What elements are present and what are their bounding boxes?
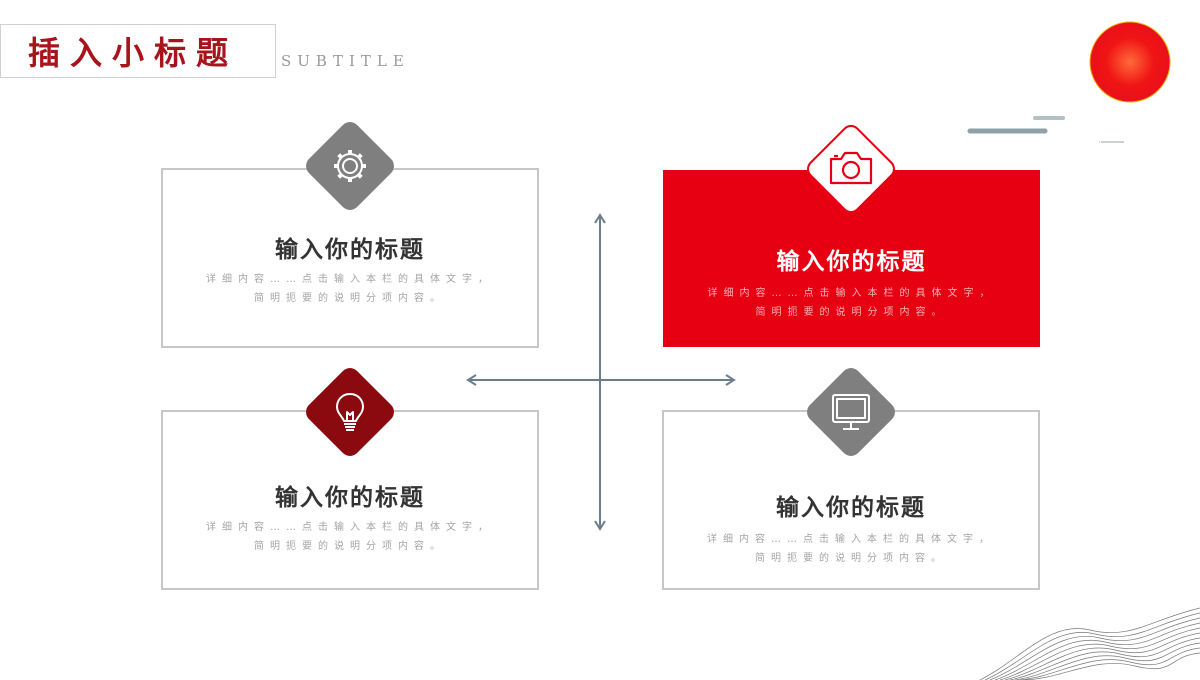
page-title: 插入小标题 xyxy=(28,34,239,72)
gear-icon xyxy=(334,150,366,182)
page-subtitle: SUBTITLE xyxy=(281,52,410,70)
card-title: 输入你的标题 xyxy=(275,485,425,511)
card-description: 详细内容……点击输入本栏的具体文字，简明扼要的说明分项内容。 xyxy=(206,522,494,552)
title-frame xyxy=(0,24,276,78)
cloud-line-decoration xyxy=(1101,141,1124,143)
cross-arrows xyxy=(466,213,736,531)
sun-decoration xyxy=(1089,21,1171,103)
card-title: 输入你的标题 xyxy=(776,249,927,275)
monitor-icon xyxy=(832,394,870,430)
card-description: 详细内容……点击输入本栏的具体文字，简明扼要的说明分项内容。 xyxy=(707,288,996,318)
camera-icon xyxy=(829,151,873,185)
card-description: 详细内容……点击输入本栏的具体文字，简明扼要的说明分项内容。 xyxy=(206,274,494,304)
card-title: 输入你的标题 xyxy=(776,495,926,521)
wave-lines-decoration xyxy=(980,607,1200,680)
card-title: 输入你的标题 xyxy=(275,237,425,263)
card-description: 详细内容……点击输入本栏的具体文字，简明扼要的说明分项内容。 xyxy=(707,534,995,564)
cloud-decoration xyxy=(967,116,1100,143)
lightbulb-icon xyxy=(336,393,364,431)
